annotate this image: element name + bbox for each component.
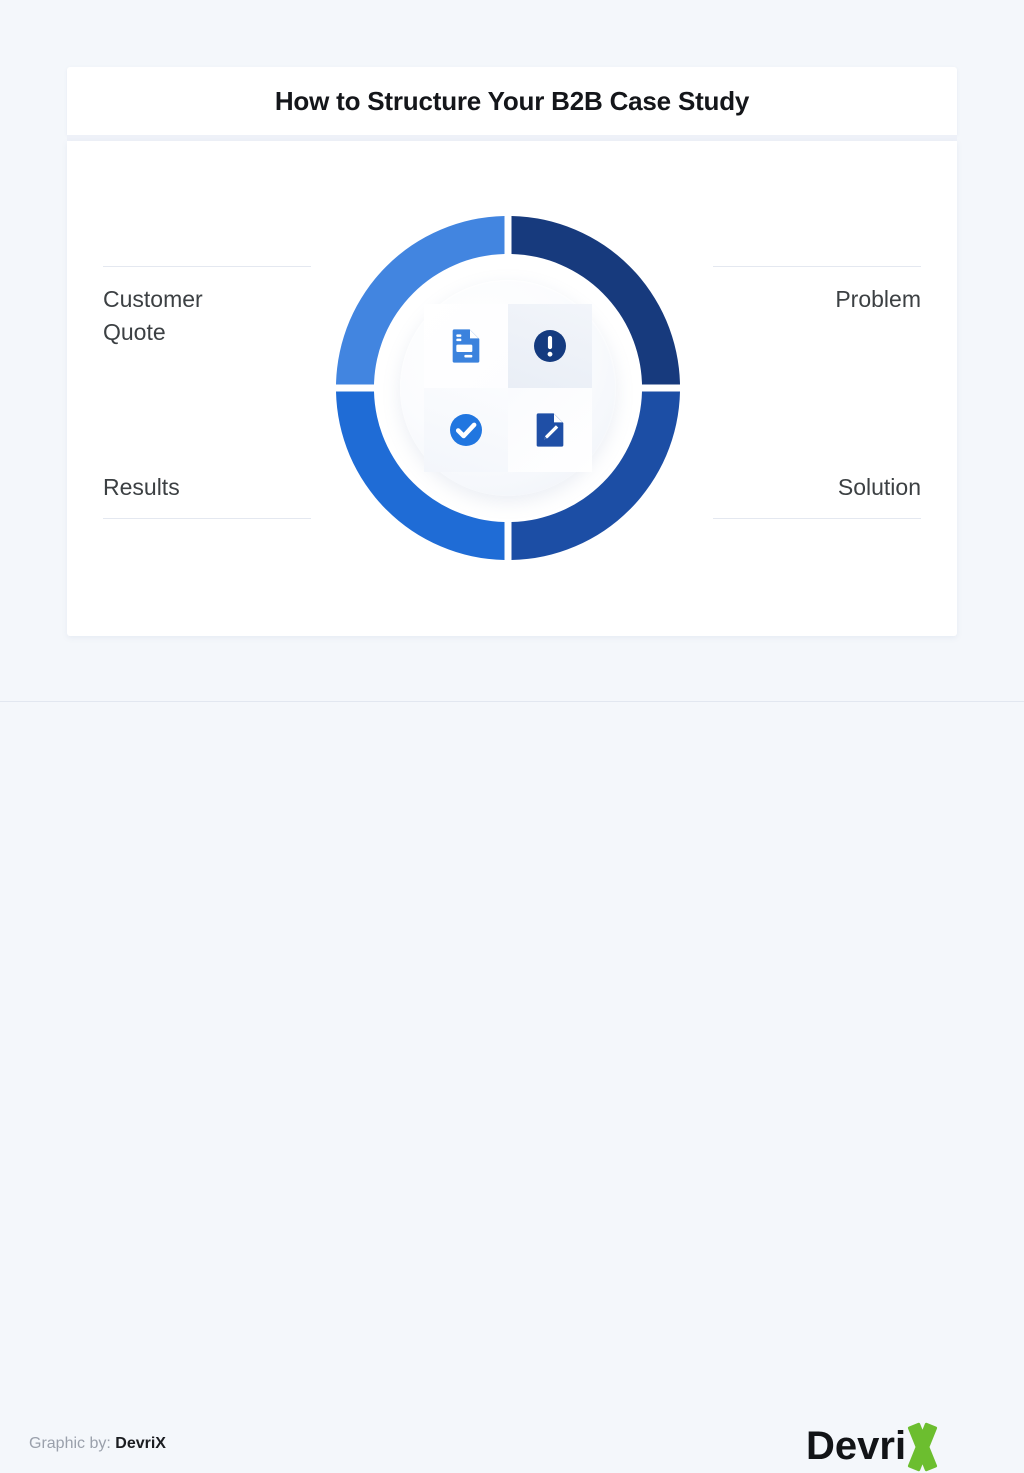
footer: Graphic by: DevriX Devri (0, 702, 1024, 1472)
label-rule (713, 518, 921, 520)
center-quadrant-problem[interactable] (508, 304, 592, 388)
infographic-root: How to Structure Your B2B Case Study Cus… (0, 67, 1024, 1472)
segment-label-problem: Problem (713, 266, 921, 330)
label-rule (103, 518, 311, 520)
ring-segment-customer-quote[interactable] (336, 216, 505, 385)
credit-prefix: Graphic by: (29, 1435, 111, 1452)
segment-label-text: Customer Quote (103, 286, 203, 346)
segment-label-solution: Solution (713, 455, 921, 520)
devrix-logo-svg: Devri (806, 1422, 938, 1472)
page-title: How to Structure Your B2B Case Study (274, 85, 750, 116)
document-text-icon (452, 329, 480, 363)
card-separator (67, 135, 957, 141)
devrix-logo[interactable]: Devri (798, 1417, 998, 1473)
credit-brand: DevriX (115, 1435, 166, 1452)
segment-label-text: Solution (837, 474, 921, 500)
ring-segment-problem[interactable] (511, 216, 681, 385)
logo-x-mark (907, 1422, 938, 1472)
footer-divider (0, 701, 1024, 702)
ring-segment-results[interactable] (336, 391, 505, 561)
segment-label-text: Results (103, 474, 180, 500)
donut-chart (302, 182, 714, 594)
center-quadrant-solution[interactable] (508, 388, 592, 472)
logo-wordmark: Devri (806, 1424, 906, 1468)
exclamation-circle-icon (534, 330, 566, 362)
title-card: How to Structure Your B2B Case Study (67, 67, 957, 135)
donut-ring-svg (336, 216, 681, 561)
ring-segment-solution[interactable] (511, 391, 681, 561)
label-rule (713, 266, 921, 267)
document-edit-icon (536, 413, 564, 447)
center-quadrant-customer-quote[interactable] (424, 304, 508, 388)
segment-label-customer-quote: Customer Quote (103, 266, 311, 363)
check-circle-icon (450, 414, 482, 446)
segment-label-text: Problem (835, 286, 921, 312)
label-rule (103, 266, 311, 267)
credit-line: Graphic by: DevriX (29, 1435, 166, 1453)
segment-label-results: Results (103, 455, 311, 520)
center-icon-grid (424, 304, 592, 472)
center-quadrant-results[interactable] (424, 388, 508, 472)
